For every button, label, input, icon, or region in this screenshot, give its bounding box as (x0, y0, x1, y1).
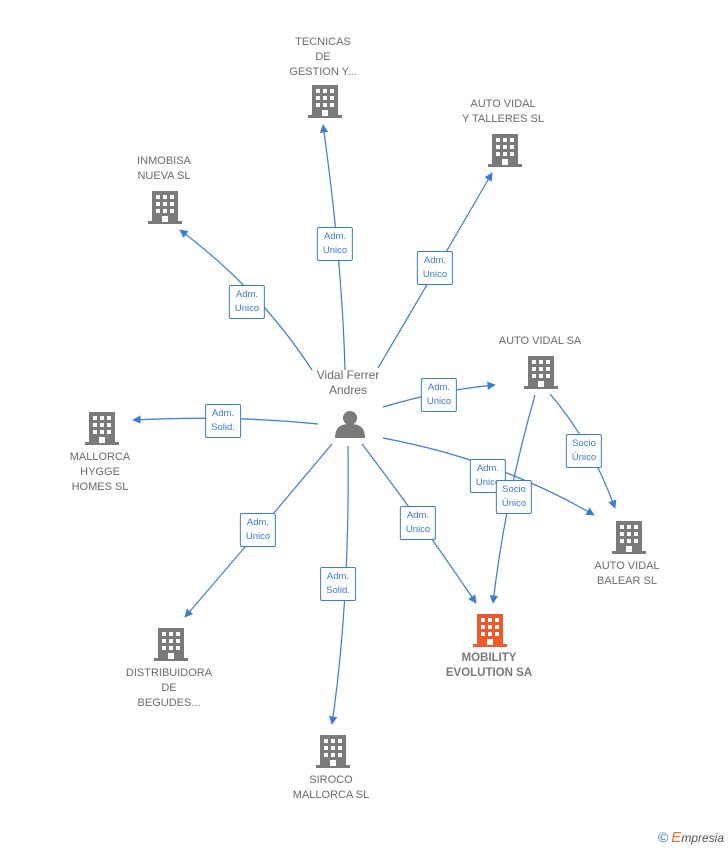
edge-role-label[interactable]: Adm. Solid. (205, 404, 241, 438)
building-icon[interactable] (473, 614, 507, 647)
company-label-mobility[interactable]: MOBILITY EVOLUTION SA (445, 652, 533, 679)
person-node[interactable] (335, 411, 365, 438)
building-icon[interactable] (148, 191, 182, 224)
edge-role-label[interactable]: Adm. Unico (420, 378, 458, 412)
edge-role-label[interactable]: Adm. Unico (316, 227, 354, 261)
footer-brand: ©Empresia (658, 829, 724, 846)
building-icon[interactable] (316, 735, 350, 768)
company-label-autovidal_sa[interactable]: AUTO VIDAL SA (498, 335, 582, 347)
edge-role-label[interactable]: Adm. Unico (228, 285, 266, 319)
company-label-mallorca[interactable]: MALLORCA HYGGE HOMES SL (69, 451, 131, 493)
person-icon (335, 411, 365, 438)
building-icon[interactable] (612, 521, 646, 554)
company-label-autovidal_t[interactable]: AUTO VIDAL Y TALLERES SL (462, 98, 544, 125)
company-label-inmobisa[interactable]: INMOBISA NUEVA SL (137, 155, 191, 182)
brand-logo: Empresia (671, 829, 724, 846)
company-label-siroco[interactable]: SIROCO MALLORCA SL (292, 774, 370, 801)
building-icon[interactable] (308, 85, 342, 118)
company-label-distrib[interactable]: DISTRIBUIDORA DE BEGUDES... (125, 667, 213, 709)
edge-role-label[interactable]: Socio Único (495, 480, 533, 514)
edge-role-label[interactable]: Socio Único (565, 434, 603, 468)
building-icon[interactable] (154, 628, 188, 661)
person-name[interactable]: Vidal Ferrer Andres (316, 368, 380, 397)
building-icon[interactable] (524, 356, 558, 389)
building-icon[interactable] (85, 412, 119, 445)
copyright-icon: © (657, 829, 669, 845)
company-label-tecnicas[interactable]: TECNICAS DE GESTION Y... (289, 36, 357, 78)
building-icon[interactable] (488, 134, 522, 167)
edge-role-label[interactable]: Adm. Unico (239, 513, 277, 547)
edge-role-label[interactable]: Adm. Unico (399, 506, 437, 540)
company-label-balear[interactable]: AUTO VIDAL BALEAR SL (594, 560, 660, 587)
edge-role-label[interactable]: Adm. Unico (416, 251, 454, 285)
edge-role-label[interactable]: Adm. Solid. (320, 567, 356, 601)
